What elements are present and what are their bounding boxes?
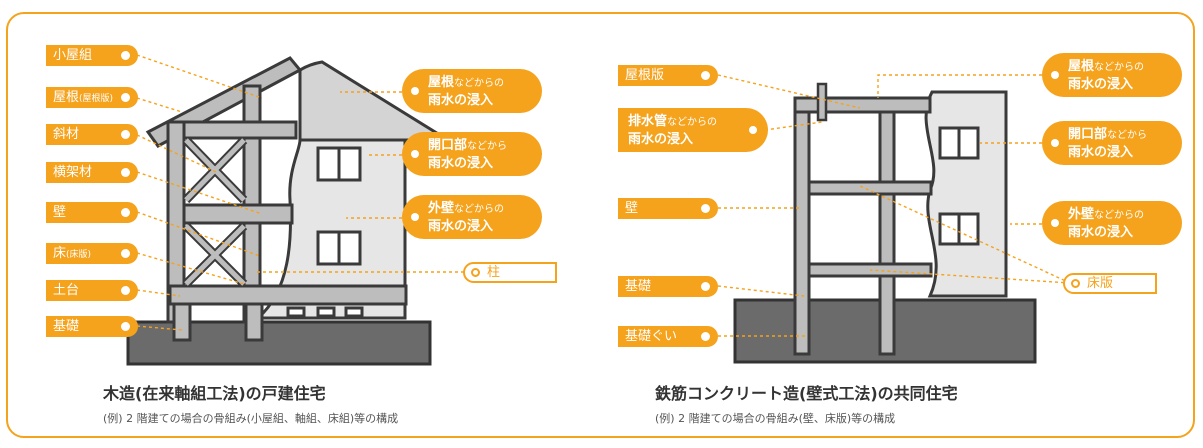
wood-house-illustration bbox=[126, 54, 470, 366]
callout-wall-leak: 外壁などからの雨水の浸入 bbox=[402, 195, 542, 239]
label-rc-kiso: 基礎 bbox=[618, 276, 718, 297]
label-yokokazai: 横架材 bbox=[46, 162, 138, 183]
callout-rc-opening-leak: 開口部などから雨水の浸入 bbox=[1042, 121, 1182, 165]
label-rc-kabe: 壁 bbox=[618, 198, 718, 219]
caption-rc: 鉄筋コンクリート造(壁式工法)の共同住宅 (例) 2 階建ての場合の骨組み(壁、… bbox=[655, 380, 958, 426]
caption-rc-sub: (例) 2 階建ての場合の骨組み(壁、床版)等の構成 bbox=[655, 412, 896, 425]
callout-rc-wall-leak: 外壁などからの雨水の浸入 bbox=[1042, 201, 1182, 245]
panel-frame bbox=[6, 12, 1195, 438]
label-yukaban: 床版 bbox=[1063, 273, 1157, 294]
caption-wood-title: 木造(在来軸組工法)の戸建住宅 bbox=[103, 384, 326, 403]
caption-wood: 木造(在来軸組工法)の戸建住宅 (例) 2 階建ての場合の骨組み(小屋組、軸組、… bbox=[103, 380, 398, 426]
callout-opening-leak: 開口部などから雨水の浸入 bbox=[402, 132, 542, 176]
label-yane: 屋根(屋根版) bbox=[46, 87, 138, 108]
callout-rc-roof-leak: 屋根などからの雨水の浸入 bbox=[1042, 53, 1182, 97]
label-yuka: 床(床版) bbox=[46, 243, 138, 264]
label-yaneban: 屋根版 bbox=[618, 65, 718, 86]
caption-wood-sub: (例) 2 階建ての場合の骨組み(小屋組、軸組、床組)等の構成 bbox=[103, 412, 399, 425]
label-kiso: 基礎 bbox=[46, 316, 138, 337]
label-kisogui: 基礎ぐい bbox=[618, 326, 718, 347]
label-hashira: 柱 bbox=[463, 262, 557, 283]
callout-drain-leak: 排水管などからの雨水の浸入 bbox=[618, 108, 768, 152]
rc-building-illustration bbox=[717, 74, 1071, 364]
label-dodai: 土台 bbox=[46, 280, 138, 301]
callout-roof-leak: 屋根などからの雨水の浸入 bbox=[402, 69, 542, 113]
label-koyagumi: 小屋組 bbox=[46, 45, 138, 66]
caption-rc-title: 鉄筋コンクリート造(壁式工法)の共同住宅 bbox=[655, 384, 958, 403]
label-shazai: 斜材 bbox=[46, 124, 138, 145]
label-kabe: 壁 bbox=[46, 202, 138, 223]
